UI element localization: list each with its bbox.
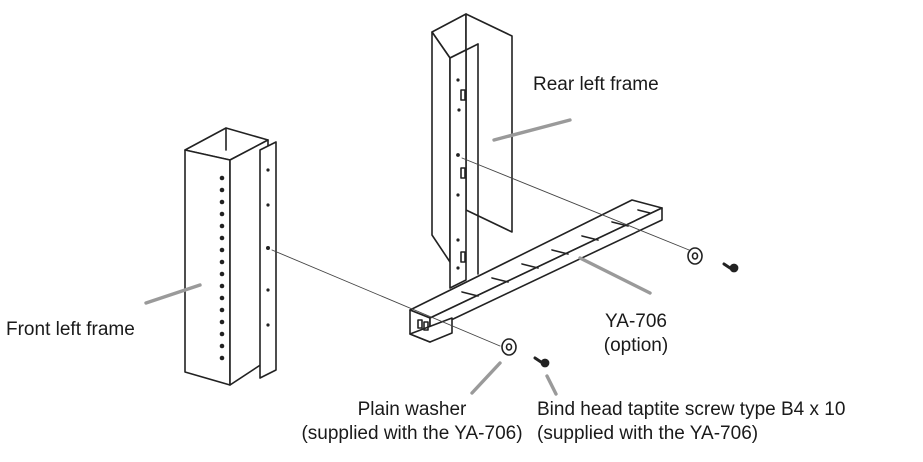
leader-lines [144,118,652,396]
screw-label: Bind head taptite screw type B4 x 10 (su… [537,398,845,446]
rear-left-frame-label: Rear left frame [533,74,659,95]
screw-rear [722,262,739,273]
alignment-lines [271,157,695,347]
washer-label: Plain washer (supplied with the YA-706) [298,398,526,446]
bracket-name: YA-706 [605,311,667,332]
plain-washer-front [501,338,517,356]
bracket-label: YA-706 (option) [581,310,691,358]
screw-front [533,356,550,368]
rear-left-frame [431,13,513,289]
screw-name: Bind head taptite screw type B4 x 10 [537,399,846,420]
washer-name: Plain washer [357,399,467,420]
bracket-note: (option) [603,335,669,356]
washer-note: (supplied with the YA-706) [301,423,523,444]
front-left-frame-label: Front left frame [6,319,135,340]
screw-note: (supplied with the YA-706) [537,423,759,444]
front-left-frame [184,127,277,386]
plain-washer-rear [687,247,703,265]
ya-706-bracket [409,199,663,343]
